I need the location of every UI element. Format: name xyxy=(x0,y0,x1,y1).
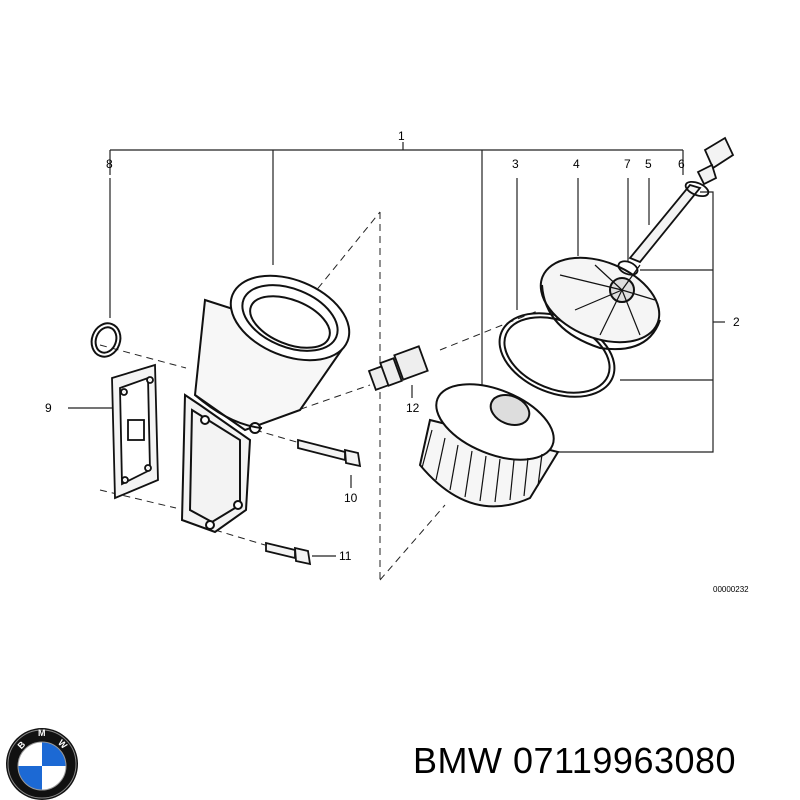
logo-letter-m: M xyxy=(38,728,46,738)
part-6-washer xyxy=(684,180,710,198)
callout-4: 4 xyxy=(573,157,580,171)
callout-7: 7 xyxy=(624,157,631,171)
logo-quadrant-bottom-left xyxy=(18,766,42,790)
callout-11: 11 xyxy=(339,549,352,563)
callout-2: 2 xyxy=(733,315,740,329)
part-1-filter-housing xyxy=(180,274,351,534)
logo-quadrant-top-right xyxy=(42,742,66,766)
part-number-caption: BMW 07119963080 xyxy=(413,740,737,781)
part-9-gasket xyxy=(111,363,159,500)
callout-12: 12 xyxy=(406,401,420,415)
part-5-center-bolt xyxy=(628,136,735,264)
part-11-bolt xyxy=(265,541,312,566)
part-8-o-ring xyxy=(90,322,122,358)
diagram-id: 00000232 xyxy=(713,585,749,594)
part-7-small-seal xyxy=(617,260,639,276)
callout-6: 6 xyxy=(678,157,685,171)
callout-10: 10 xyxy=(344,491,358,505)
bmw-logo: B M W xyxy=(6,728,78,800)
part-12-sensor xyxy=(367,345,429,391)
callout-5: 5 xyxy=(645,157,652,171)
part-10-bolt xyxy=(297,438,362,468)
filter-element xyxy=(418,383,560,508)
callout-1: 1 xyxy=(398,129,405,143)
part-4-filter-cover xyxy=(539,256,661,351)
callout-3: 3 xyxy=(512,157,519,171)
callout-8: 8 xyxy=(106,157,113,171)
callout-9: 9 xyxy=(45,401,52,415)
leader-lines xyxy=(68,142,725,581)
